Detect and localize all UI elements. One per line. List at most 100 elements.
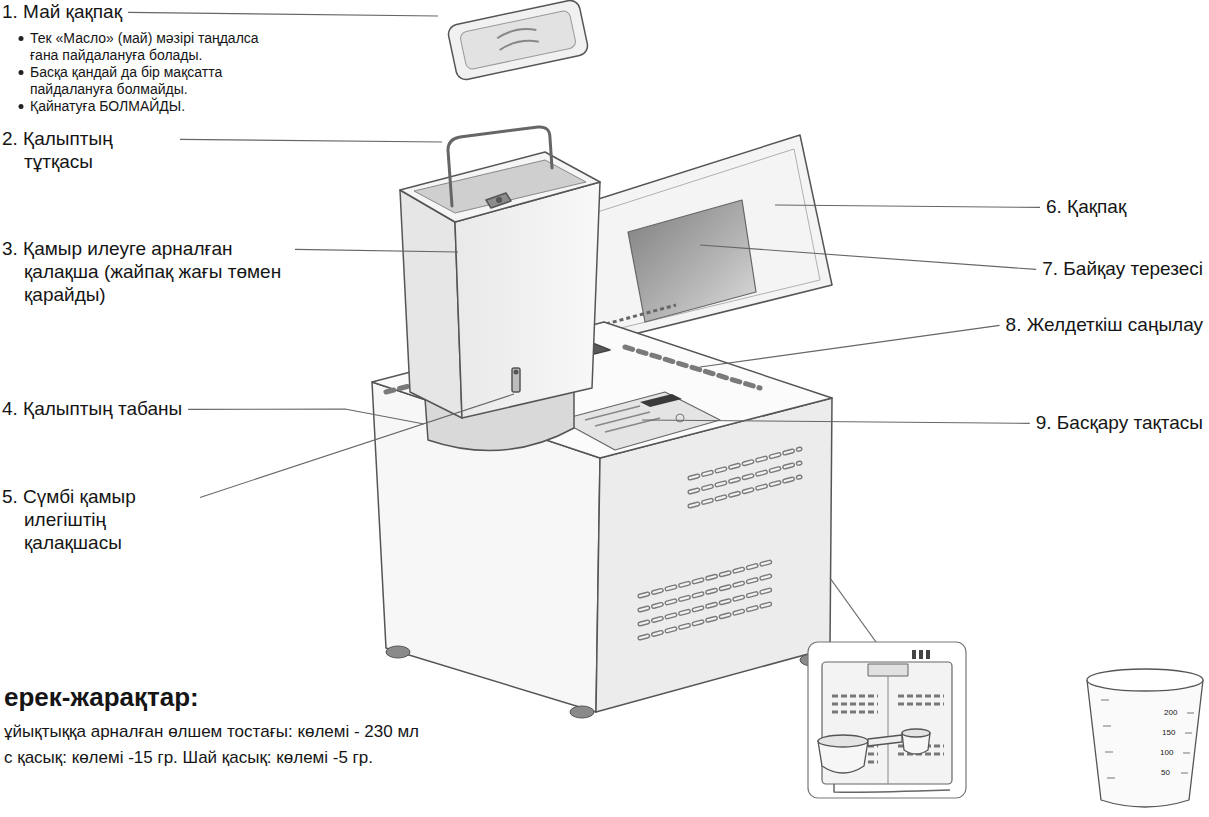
measuring-spoon [902,729,930,737]
measuring-cup [1183,753,1190,754]
rear-view-inset [898,703,944,706]
vent-slots [640,590,770,624]
measuring-cup [1185,733,1192,734]
leader-line [188,409,424,424]
pan-handle [448,127,552,206]
rear-view-inset [926,650,930,659]
leader-line [700,245,1036,269]
bullet-dot [19,104,24,109]
bread-pan [486,193,511,208]
butter-lid [447,0,590,81]
measuring-cup [1105,752,1113,753]
accessory-text: с қасық: көлемі -15 гр. Шай қасық: көлем… [4,748,373,768]
callout-label: 2. Қалыптың тұтқасы [2,128,174,174]
butter-lid [459,10,576,70]
measuring-spoon [818,729,930,773]
lid [560,149,820,334]
bread-pan [455,182,600,418]
butter-lid [447,0,590,81]
control-panel [595,412,650,426]
bread-pan [414,160,586,213]
leader-line [200,394,514,497]
callout-label: 8. Желдеткіш саңылау [1006,314,1203,337]
rear-view-inset [919,650,923,659]
vent-slots [690,463,800,492]
vent-slots [690,463,800,492]
scale-number: 50 [1161,768,1170,778]
leader-line [128,12,438,16]
rear-view-inset [868,664,908,676]
bread-pan [514,370,519,375]
rear-view-inset [888,676,889,784]
measuring-cup [1087,669,1203,807]
callout-label: 1. Май қақпақ [2,1,122,24]
bullet-dot [19,36,24,109]
rear-view-inset [808,578,966,798]
bullet-dot [19,70,24,75]
bullet-dot [19,36,24,41]
accessory-text: ұйықтыққа арналған өлшем тостағы: көлемі… [4,722,419,742]
note-text: Тек «Масло» (май) мәзірі таңдалса ғана п… [30,30,275,64]
measuring-cup [1101,700,1109,701]
rear-view-inset [912,650,916,659]
rear-view-inset [830,578,876,642]
foot [386,646,824,718]
rear-view-inset [834,784,950,792]
lid [606,305,676,324]
vent-slots [690,449,800,478]
section-heading: ерек-жарақтар: [4,682,199,713]
vent-slots [640,449,800,638]
vent-slots [690,477,800,506]
vent-slots [690,449,800,478]
measuring-cup [1087,669,1203,691]
measuring-spoon [868,735,902,746]
measuring-cup [1103,726,1111,727]
control-panel [585,406,640,420]
lid [628,200,756,322]
vent-slots [625,347,760,388]
measuring-cup [1101,700,1194,778]
vent-slots [640,604,770,638]
foot [570,706,594,718]
leader-line [700,325,1000,367]
bread-pan [496,197,502,203]
callout-label: 9. Басқару тақтасы [1036,412,1203,435]
bread-pan [400,152,600,451]
vent-slots [640,576,770,610]
note-text: Басқа қандай да бір мақсатта пайдалануға… [30,64,275,98]
scale-number: 200 [1164,708,1177,718]
leader-line [642,420,1030,423]
callout-label: 7. Байқау терезесі [1042,258,1203,281]
foot [386,646,410,658]
measuring-cup [1107,778,1115,779]
rear-view-inset [832,711,878,714]
machine-body [372,382,600,712]
pan-handle [448,127,552,206]
scale-number: 100 [1160,748,1173,758]
control-panel [640,394,682,407]
rear-view-inset [832,695,878,698]
measuring-cup [1187,713,1194,714]
rear-view-inset [808,642,966,798]
leader-line [295,249,458,252]
scale-number: 150 [1162,728,1175,738]
callout-label: 5. Сүмбі қамыр илегіштің қалақшасы [2,486,194,554]
leader-line [775,205,1040,207]
bread-pan [400,152,600,222]
leader-line [180,139,442,142]
bread-pan [512,368,520,392]
rear-view-inset [832,703,878,706]
rear-view-inset [898,695,944,698]
callout-label: 4. Қалыптың табаны [2,398,182,421]
rear-view-inset [912,650,930,659]
vent-slots [640,604,770,638]
butter-lid [496,26,538,50]
callout-label: 6. Қақпақ [1046,196,1126,219]
measuring-cup [1087,680,1203,807]
measuring-cup [1181,773,1188,774]
bread-pan [400,190,462,418]
vent-slots [690,477,800,506]
callout-label: 3. Қамыр илеуге арналған қалақша (жайпақ… [2,238,289,306]
